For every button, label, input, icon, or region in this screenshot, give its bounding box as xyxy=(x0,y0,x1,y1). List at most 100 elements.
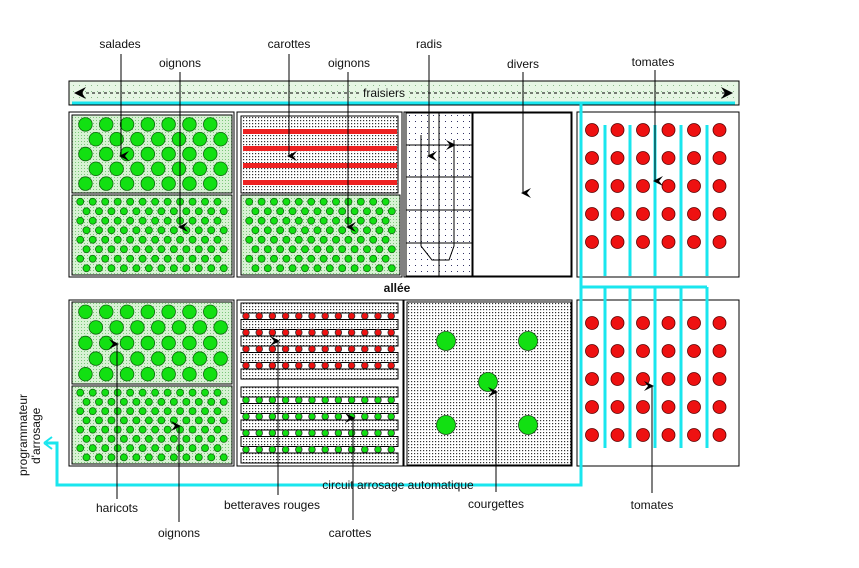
tomato-plant xyxy=(687,316,701,330)
plant-dot xyxy=(188,254,197,263)
plant-dot xyxy=(188,388,197,397)
row-plant xyxy=(308,345,316,353)
plant-circle xyxy=(88,131,104,147)
plant-dot xyxy=(157,416,166,425)
plant-circle xyxy=(213,351,228,366)
row-plant xyxy=(334,429,343,437)
plant-dot xyxy=(201,407,209,416)
bed-divers xyxy=(472,112,572,277)
plant-circle xyxy=(99,304,114,320)
plant-dot xyxy=(76,407,85,416)
carrot-stripe xyxy=(243,180,397,185)
plant-dot xyxy=(76,425,85,434)
tomato-plant xyxy=(585,123,599,137)
courgette-plant xyxy=(436,415,456,435)
row-plant xyxy=(347,361,356,370)
plant-dot xyxy=(157,264,166,273)
tomato-plant xyxy=(585,316,599,330)
plant-dot xyxy=(88,216,97,225)
plant-dot xyxy=(288,207,297,216)
plant-dot xyxy=(151,216,160,225)
tomato-plant xyxy=(712,316,727,330)
tomato-plant xyxy=(687,235,701,249)
plant-dot xyxy=(325,226,334,235)
plant-circle xyxy=(88,161,104,177)
plant-dot xyxy=(169,416,178,425)
tomato-plant xyxy=(661,123,676,137)
plant-dot xyxy=(151,235,160,244)
plant-dot xyxy=(294,235,303,244)
plant-dot xyxy=(307,235,316,244)
plant-dot xyxy=(363,245,371,254)
plant-dot xyxy=(201,388,209,397)
plant-dot xyxy=(375,226,384,235)
plant-dot xyxy=(363,226,371,235)
tomato-plant xyxy=(712,372,727,386)
plant-dot xyxy=(188,216,197,225)
plant-dot xyxy=(344,235,353,244)
plant-dot xyxy=(138,197,147,206)
plant-dot xyxy=(276,245,285,254)
tomato-plant xyxy=(661,151,676,165)
plant-dot xyxy=(88,388,97,397)
row-plant xyxy=(268,328,277,337)
haricots-plants xyxy=(78,304,228,382)
plant-dot xyxy=(126,197,135,206)
plant-dot xyxy=(251,207,260,216)
tomates-plants xyxy=(585,123,727,249)
plant-dot xyxy=(169,207,178,216)
row-plant xyxy=(242,361,250,370)
plant-dot xyxy=(276,264,285,273)
plant-dot xyxy=(356,197,365,206)
plant-dot xyxy=(132,453,141,462)
oignons-plants xyxy=(76,388,228,462)
row-plant xyxy=(308,429,316,437)
row-plant xyxy=(281,312,290,320)
label-tomates-bottom: tomates xyxy=(631,498,674,512)
plant-dot xyxy=(163,197,172,206)
label-allee: allée xyxy=(384,281,411,295)
plant-circle xyxy=(119,117,135,132)
plant-circle xyxy=(130,320,145,335)
row-plant xyxy=(281,345,290,353)
plant-dot xyxy=(213,444,222,453)
tomato-plant xyxy=(661,344,676,358)
plant-dot xyxy=(276,207,285,216)
row-plant xyxy=(242,345,250,353)
label-programmateur-line1: programmateur xyxy=(16,394,30,476)
row-plant xyxy=(255,412,263,421)
plant-dot xyxy=(138,388,147,397)
tomato-plant xyxy=(687,372,701,386)
plant-dot xyxy=(95,226,103,235)
tomato-plant xyxy=(712,344,727,358)
plant-dot xyxy=(101,197,110,206)
tomato-plant xyxy=(712,235,727,249)
plant-dot xyxy=(132,226,141,235)
plant-circle xyxy=(140,304,156,320)
plant-dot xyxy=(138,407,147,416)
bed-oignons-top-left xyxy=(71,194,233,276)
plant-circle xyxy=(182,146,197,162)
plant-dot xyxy=(169,397,178,406)
plant-dot xyxy=(213,254,222,263)
plant-circle xyxy=(161,304,176,320)
plant-dot xyxy=(101,407,110,416)
plant-circle xyxy=(78,117,93,132)
plant-dot xyxy=(307,197,316,206)
tomato-plant xyxy=(661,179,676,193)
plant-circle xyxy=(192,320,208,335)
plant-dot xyxy=(88,444,97,453)
plant-dot xyxy=(387,207,396,216)
plant-dot xyxy=(126,216,135,225)
row-plant xyxy=(347,396,356,404)
row-plant xyxy=(268,345,277,353)
row-plant xyxy=(255,328,263,337)
plant-dot xyxy=(82,245,91,254)
plant-dot xyxy=(219,264,228,273)
plant-dot xyxy=(144,416,153,425)
plant-dot xyxy=(188,444,197,453)
plant-dot xyxy=(138,254,147,263)
tomato-plant xyxy=(610,316,625,330)
plant-dot xyxy=(201,254,209,263)
plant-dot xyxy=(301,245,309,254)
